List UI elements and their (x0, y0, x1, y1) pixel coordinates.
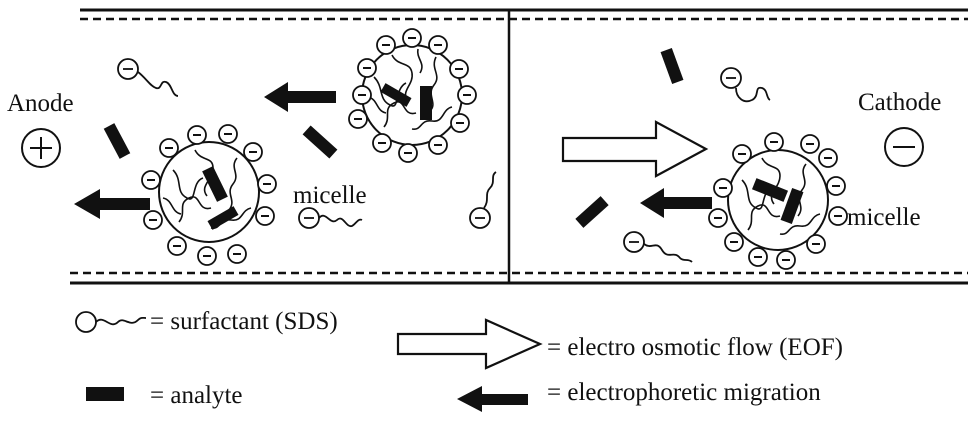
capillary-walls (70, 8, 968, 285)
analyte (302, 125, 338, 159)
legend-eof-label: = electro osmotic flow (EOF) (547, 334, 843, 361)
free-analytes-left (103, 123, 338, 159)
free-surfactants-left (117, 58, 497, 229)
micelle-label-right: micelle (847, 204, 921, 231)
anode-symbol (21, 128, 61, 168)
micelle (348, 28, 477, 163)
legend-surfactant-label: = surfactant (SDS) (150, 308, 338, 335)
surfactant-monomer (117, 58, 179, 97)
analyte (575, 196, 609, 228)
surfactant-monomer (623, 231, 693, 263)
migration-arrow (74, 189, 150, 219)
free-analytes-right (575, 47, 684, 228)
micelle-label-left: micelle (293, 182, 367, 209)
legend-migration-arrow (457, 386, 528, 412)
free-surfactants-right (623, 67, 771, 263)
electrophoretic-arrows-left (74, 82, 336, 219)
cathode-symbol (884, 127, 924, 167)
surfactant-monomer (720, 67, 771, 103)
eof-arrow (561, 120, 709, 178)
legend-surfactant-icon (75, 311, 147, 333)
cathode-label: Cathode (858, 89, 942, 116)
legend-eof-arrow (396, 318, 543, 370)
analyte (103, 123, 131, 159)
legend-migration-label: = electrophoretic migration (547, 379, 821, 406)
migration-arrow (264, 82, 336, 112)
micelle (708, 132, 848, 270)
anode-label: Anode (7, 90, 74, 117)
legend-analyte-icon (86, 387, 124, 401)
micelle (141, 124, 277, 266)
surfactant-monomer (298, 207, 363, 229)
surfactant-monomer (469, 171, 497, 229)
analyte (660, 47, 684, 85)
migration-arrow (640, 188, 712, 218)
legend-analyte-label: = analyte (150, 382, 243, 409)
